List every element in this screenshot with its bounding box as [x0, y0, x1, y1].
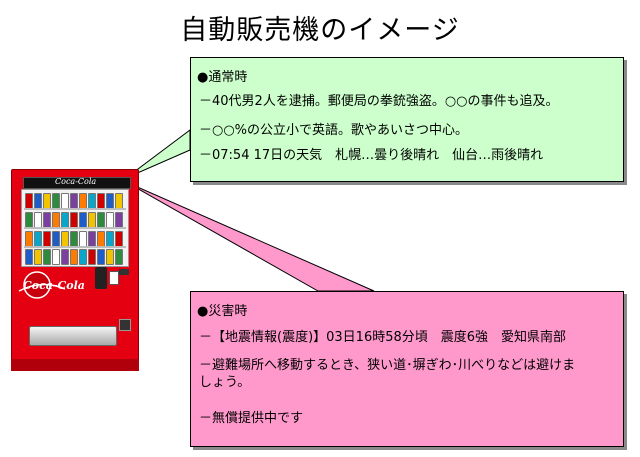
product-window — [21, 189, 129, 267]
product-can — [115, 231, 123, 247]
product-can — [106, 212, 114, 228]
product-can — [79, 193, 87, 209]
vending-machine-top-logo: Coca-Cola — [55, 177, 97, 186]
product-can — [25, 231, 33, 247]
normal-mode-box: ●通常時 －40代男2人を逮捕。郵便局の拳銃強盗。○○の事件も追及。 －○○%の… — [190, 57, 624, 182]
product-can — [61, 249, 69, 265]
product-can — [34, 249, 42, 265]
product-can — [79, 231, 87, 247]
product-can — [43, 249, 51, 265]
product-row — [25, 249, 125, 265]
product-row — [25, 193, 125, 209]
product-can — [106, 193, 114, 209]
product-can — [97, 231, 105, 247]
card-reader — [119, 269, 129, 275]
bill-slot — [109, 271, 119, 285]
product-can — [43, 212, 51, 228]
product-can — [97, 193, 105, 209]
product-can — [43, 231, 51, 247]
product-can — [34, 231, 42, 247]
product-can — [115, 212, 123, 228]
product-can — [52, 249, 60, 265]
product-can — [97, 212, 105, 228]
product-can — [70, 231, 78, 247]
vending-machine-base — [11, 359, 139, 371]
product-can — [61, 193, 69, 209]
product-can — [97, 249, 105, 265]
product-can — [115, 249, 123, 265]
normal-item: －07:54 17日の天気 札幌…曇り後晴れ 仙台…雨後晴れ — [199, 148, 544, 163]
product-can — [34, 193, 42, 209]
product-can — [25, 249, 33, 265]
disaster-item: －無償提供中です — [199, 411, 304, 426]
product-can — [43, 193, 51, 209]
product-can — [70, 212, 78, 228]
disaster-callout-pointer — [125, 181, 375, 292]
coin-slot — [95, 267, 107, 289]
product-outlet — [29, 326, 117, 346]
product-can — [106, 249, 114, 265]
disaster-mode-box: ●災害時 －【地震情報(震度)】03日16時58分頃 震度6強 愛知県南部 －避… — [190, 291, 624, 447]
product-can — [25, 212, 33, 228]
product-can — [88, 231, 96, 247]
coca-cola-logo-icon — [18, 271, 66, 299]
product-can — [88, 193, 96, 209]
product-can — [79, 249, 87, 265]
product-can — [61, 212, 69, 228]
product-can — [115, 193, 123, 209]
disaster-heading: ●災害時 — [197, 304, 248, 319]
disaster-item: －避難場所へ移動するとき、狭い道･塀ぎわ･川べりなどは避けましょう。 — [199, 358, 576, 390]
vending-machine-illustration: Coca-Cola Coca-Cola — [11, 169, 139, 371]
product-can — [88, 249, 96, 265]
product-row — [25, 212, 125, 228]
product-shelf — [24, 227, 126, 229]
page-title: 自動販売機のイメージ — [180, 15, 460, 46]
normal-item: －40代男2人を逮捕。郵便局の拳銃強盗。○○の事件も追及。 — [199, 94, 559, 109]
vending-machine-display — [23, 177, 131, 189]
product-can — [52, 212, 60, 228]
disaster-item: －【地震情報(震度)】03日16時58分頃 震度6強 愛知県南部 — [199, 330, 567, 345]
product-can — [70, 249, 78, 265]
coin-return — [119, 319, 131, 331]
product-can — [106, 231, 114, 247]
normal-item: －○○%の公立小で英語。歌やあいさつ中心。 — [199, 123, 469, 138]
product-can — [25, 193, 33, 209]
product-shelf — [24, 246, 126, 248]
vending-machine-logo: Coca-Cola — [23, 279, 85, 292]
product-can — [88, 212, 96, 228]
product-can — [52, 231, 60, 247]
product-row — [25, 231, 125, 247]
product-can — [79, 212, 87, 228]
product-can — [70, 193, 78, 209]
normal-heading: ●通常時 — [197, 70, 248, 85]
product-can — [52, 193, 60, 209]
product-can — [34, 212, 42, 228]
product-shelf — [24, 208, 126, 210]
product-can — [61, 231, 69, 247]
